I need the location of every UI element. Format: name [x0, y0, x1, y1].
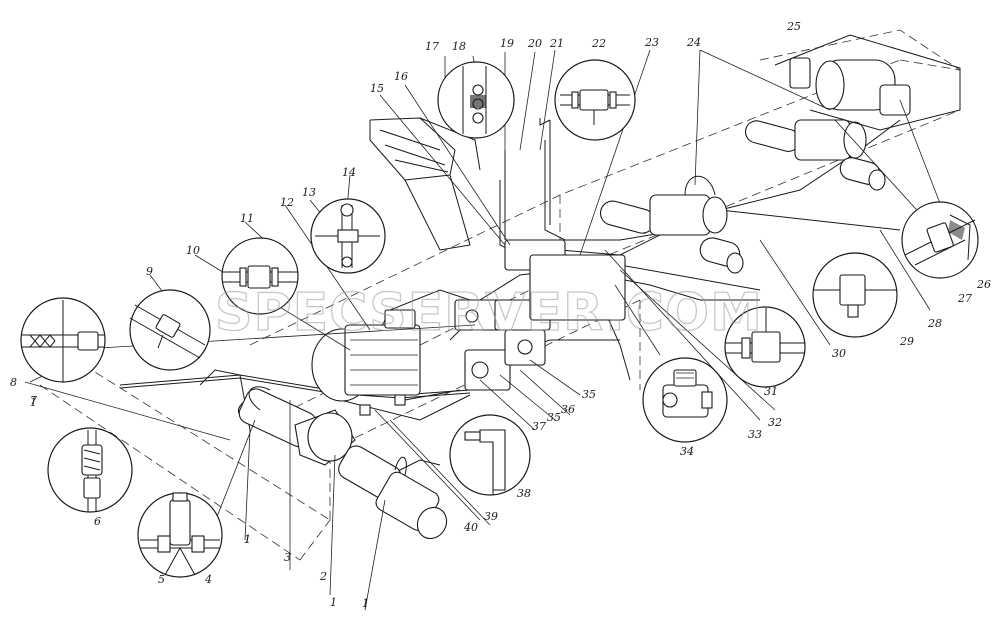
callout-23: 23: [644, 36, 659, 49]
callout-1-front-axle: 1: [362, 597, 369, 610]
callout-1-wheel: 1: [330, 596, 337, 609]
callout-27: 27: [957, 292, 972, 305]
detail-4-5: [137, 492, 223, 578]
callout-22: 22: [591, 37, 606, 50]
callout-35-valve: 35: [547, 411, 561, 424]
detail-8: [20, 297, 106, 383]
callout-32: 32: [768, 416, 782, 429]
callout-24: 24: [686, 36, 701, 49]
callout-4: 4: [204, 573, 212, 586]
callout-12: 12: [280, 196, 294, 209]
detail-26-27: [901, 201, 979, 279]
detail-6: [47, 427, 133, 513]
callout-21: 21: [549, 37, 564, 50]
callout-29: 29: [899, 335, 914, 348]
callout-33: 33: [748, 428, 762, 441]
front-brake-chambers: [599, 175, 744, 274]
callout-18: 18: [452, 40, 466, 53]
brake-valve-block: [454, 239, 626, 391]
callout-11: 11: [240, 212, 254, 225]
callout-3: 3: [284, 551, 291, 564]
callout-6: 6: [94, 515, 101, 528]
detail-13-14: [310, 198, 386, 274]
callout-2: 2: [319, 570, 327, 583]
callout-28: 28: [927, 317, 942, 330]
callout-30: 30: [832, 347, 846, 360]
callout-1-rear-detail: 1: [30, 396, 37, 409]
detail-29: [812, 252, 898, 338]
callout-34: 34: [680, 445, 694, 458]
callout-36: 36: [561, 403, 575, 416]
callout-10: 10: [186, 244, 200, 257]
callout-17: 17: [425, 40, 439, 53]
detail-38: [449, 414, 531, 496]
callout-16: 16: [394, 70, 408, 83]
callout-40: 40: [463, 521, 478, 534]
callout-13: 13: [302, 186, 316, 199]
callout-9: 9: [146, 265, 153, 278]
callout-26: 26: [976, 278, 991, 291]
watermark-text: SPECSERVER.COM: [215, 283, 763, 343]
callout-31: 31: [764, 385, 778, 398]
callout-14: 14: [342, 166, 356, 179]
callout-39: 39: [484, 510, 498, 523]
callout-19: 19: [500, 37, 514, 50]
rear-axle: [237, 386, 448, 540]
detail-11: [221, 237, 299, 315]
callout-35: 35: [582, 388, 596, 401]
air-reservoir: [311, 309, 421, 402]
callout-7: 7: [30, 394, 37, 407]
callout-5: 5: [158, 573, 165, 586]
rear-tank: [774, 34, 961, 131]
cab-seat: [369, 117, 481, 251]
detail-34: [642, 357, 728, 443]
callout-8: 8: [10, 376, 17, 389]
callout-1-axle: 1: [244, 533, 251, 546]
middle-brake-chambers: [744, 119, 886, 191]
callout-38: 38: [517, 487, 531, 500]
callout-labels: 1 2 3 4 5 6 7 8 9 10 11 12 13 14 15 16 1…: [10, 20, 991, 610]
callout-20: 20: [527, 37, 542, 50]
callout-15: 15: [370, 82, 384, 95]
callout-37: 37: [532, 420, 546, 433]
detail-17-18: [437, 61, 515, 139]
callout-1: 1: [244, 533, 251, 546]
small-fittings: [359, 389, 461, 416]
detail-22: [554, 59, 636, 141]
callout-25: 25: [786, 20, 801, 33]
detail-31: [724, 306, 806, 388]
detail-9: [129, 289, 211, 371]
